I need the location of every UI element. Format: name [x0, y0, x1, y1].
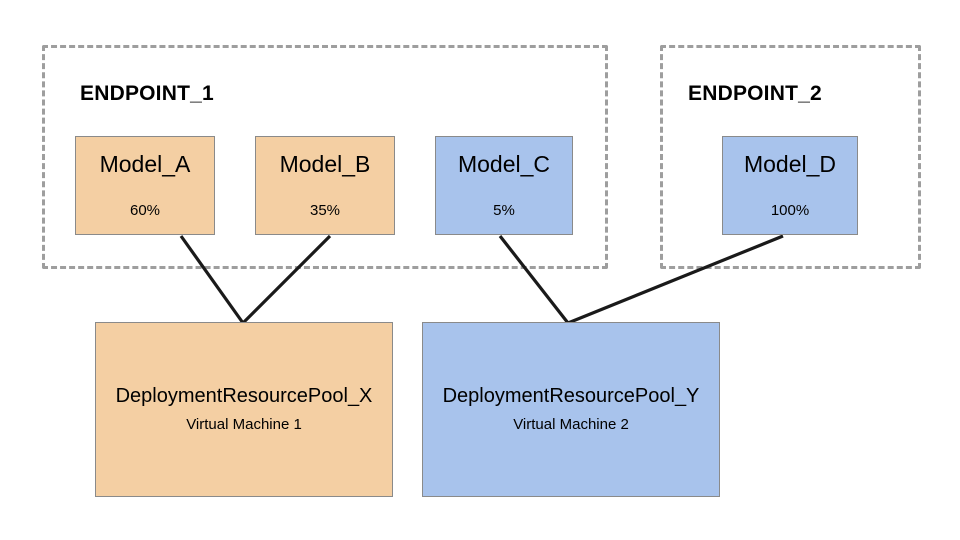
model-name: Model_C — [457, 151, 551, 177]
model-box-model-b[interactable]: Model_B 35% — [255, 136, 395, 235]
resource-pool-name: DeploymentResourcePool_X — [115, 385, 373, 408]
virtual-machine-label: Virtual Machine 1 — [186, 416, 302, 434]
resource-pool-box-y[interactable]: DeploymentResourcePool_Y Virtual Machine… — [422, 322, 720, 497]
model-box-model-d[interactable]: Model_D 100% — [722, 136, 858, 235]
virtual-machine-label: Virtual Machine 2 — [513, 416, 629, 434]
model-traffic-split: 35% — [309, 202, 341, 219]
resource-pool-name: DeploymentResourcePool_Y — [442, 385, 700, 408]
endpoint-2-label: ENDPOINT_2 — [688, 82, 822, 105]
model-box-model-a[interactable]: Model_A 60% — [75, 136, 215, 235]
model-traffic-split: 100% — [770, 202, 810, 219]
model-traffic-split: 60% — [129, 202, 161, 219]
endpoint-group-2 — [660, 45, 921, 269]
resource-pool-box-x[interactable]: DeploymentResourcePool_X Virtual Machine… — [95, 322, 393, 497]
endpoint-1-label: ENDPOINT_1 — [80, 82, 214, 105]
model-traffic-split: 5% — [493, 202, 515, 219]
model-name: Model_A — [99, 151, 191, 177]
model-box-model-c[interactable]: Model_C 5% — [435, 136, 573, 235]
model-name: Model_D — [743, 151, 837, 177]
model-name: Model_B — [279, 151, 371, 177]
